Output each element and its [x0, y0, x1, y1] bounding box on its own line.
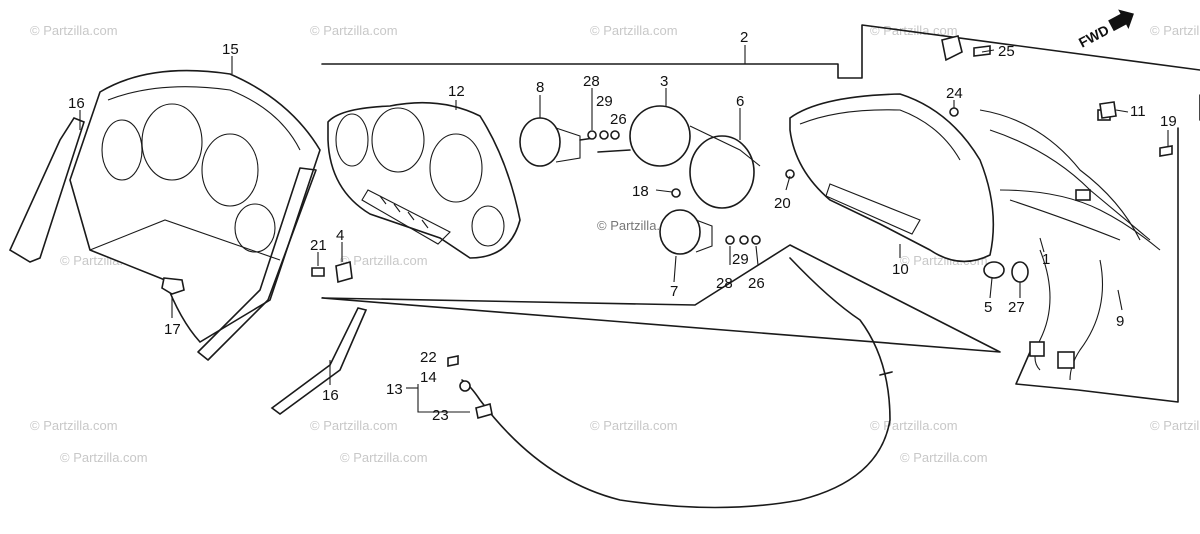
callout-13: 13 [386, 381, 403, 398]
screw-part [973, 45, 991, 57]
callout-18: 18 [632, 183, 649, 200]
forward-direction-arrow: FWD [1076, 9, 1134, 51]
watermark-text: © Partzilla.com [340, 450, 428, 465]
callout-29-bottom: 29 [732, 251, 749, 268]
grommet-part [161, 277, 185, 295]
callout-9: 9 [1116, 313, 1124, 330]
trim-strip-lower [270, 307, 368, 415]
callout-24: 24 [946, 85, 963, 102]
callout-26-bottom: 26 [748, 275, 765, 292]
bulb-socket-part [1099, 101, 1117, 119]
leader-lines [79, 45, 1169, 389]
callout-29-top: 29 [596, 93, 613, 110]
watermark-text: © Partzilla.com [870, 418, 958, 433]
callout-14: 14 [420, 369, 437, 386]
watermark-text: © Partzilla.com [900, 450, 988, 465]
small-gauge-part [519, 117, 595, 167]
watermark-text: © Partzilla.com [1150, 418, 1200, 433]
callout-20: 20 [774, 195, 791, 212]
callout-11: 11 [1130, 103, 1146, 120]
meter-case-part [327, 101, 521, 259]
lower-gauge-part [659, 209, 713, 255]
watermark-text: © Partzilla.com [30, 418, 118, 433]
callout-1: 1 [1042, 251, 1050, 268]
arrow-icon [1108, 9, 1134, 32]
bolt-part [949, 107, 959, 117]
bulb-part [1159, 145, 1173, 157]
callout-4: 4 [336, 227, 344, 244]
callout-labels: 2 15 16 12 8 28 29 26 3 6 18 20 25 24 11… [68, 29, 1177, 424]
watermark-text: © Partzilla.com [590, 23, 678, 38]
callout-19: 19 [1160, 113, 1177, 130]
callout-5: 5 [984, 299, 992, 316]
wire-harness-part [979, 109, 1161, 381]
callout-17: 17 [164, 321, 181, 338]
watermark-text: © Partzilla.com [590, 418, 678, 433]
watermark-text: © Partzilla.com [60, 450, 148, 465]
callout-8: 8 [536, 79, 544, 96]
clip-part [941, 35, 963, 62]
callout-15: 15 [222, 41, 239, 58]
callout-16-bottom: 16 [322, 387, 339, 404]
speedometer-part [597, 105, 761, 209]
callout-6: 6 [736, 93, 744, 110]
fwd-label: FWD [1076, 22, 1112, 51]
callout-28-bottom: 28 [716, 275, 733, 292]
callout-28-top: 28 [583, 73, 600, 90]
watermark-text: © Partzilla.com [1150, 23, 1200, 38]
callout-23: 23 [432, 407, 449, 424]
callout-7: 7 [670, 283, 678, 300]
meter-cover-part [69, 69, 321, 361]
callout-25: 25 [998, 43, 1015, 60]
watermark-text: © Partzilla.com [310, 418, 398, 433]
meter-assembly-outline [321, 24, 1200, 403]
watermark-text: © Partzilla.com [30, 23, 118, 38]
meter-housing-part [789, 93, 1029, 283]
callout-21: 21 [310, 237, 327, 254]
callout-12: 12 [448, 83, 465, 100]
callout-26-top: 26 [610, 111, 627, 128]
washers-and-nuts [311, 130, 795, 284]
callout-27: 27 [1008, 299, 1025, 316]
watermark-text: © Partzilla.com [310, 23, 398, 38]
callout-22: 22 [420, 349, 437, 366]
callout-2: 2 [740, 29, 748, 46]
watermark-text: © Partzilla.com [340, 253, 428, 268]
callout-16-top: 16 [68, 95, 85, 112]
meter-cable-part [417, 257, 893, 509]
callout-10: 10 [892, 261, 909, 278]
callout-3: 3 [660, 73, 668, 90]
trim-strip-left [8, 117, 85, 263]
